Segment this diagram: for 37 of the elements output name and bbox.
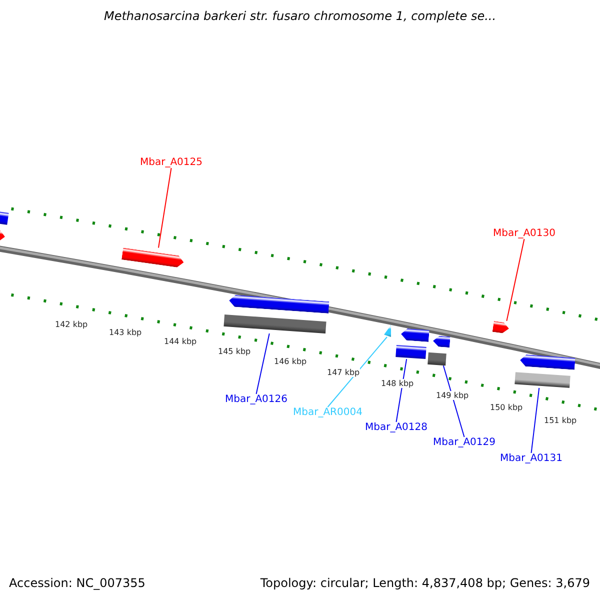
footer-text: Topology: circular; Length: 4,837,408 bp; Genes: 3,679 xyxy=(260,576,590,590)
cds-bar xyxy=(514,372,570,388)
gene-label: Mbar_A0126 xyxy=(225,394,288,405)
gene-label: Mbar_A0130 xyxy=(493,228,556,239)
title: Methanosarcina barkeri str. fusaro chromosome 1, complete se... xyxy=(102,9,498,23)
leader-line xyxy=(530,387,540,454)
scale-label: 146 kbp xyxy=(274,357,307,366)
leader-line xyxy=(396,358,408,422)
gene-label: Mbar_A0125 xyxy=(140,157,203,168)
scale-label: 150 kbp xyxy=(490,403,523,412)
scale-label: 142 kbp xyxy=(55,320,88,329)
gene-label: Mbar_A0129 xyxy=(433,437,496,448)
gene-label: Mbar_AR0004 xyxy=(293,407,362,418)
scale-label: 149 kbp xyxy=(436,391,469,400)
gene-label: Mbar_A0128 xyxy=(365,422,428,433)
leader-line xyxy=(158,168,172,248)
scale-label: 151 kbp xyxy=(544,416,577,425)
leader-line xyxy=(327,336,388,408)
gene-feature xyxy=(520,354,576,370)
cds-bar xyxy=(428,352,446,366)
gene-feature xyxy=(228,294,330,314)
gene-label: Mbar_A0131 xyxy=(500,453,563,464)
gene-feature xyxy=(432,335,450,348)
scale-label: 148 kbp xyxy=(381,379,414,388)
leader-line xyxy=(506,238,525,322)
gene-feature xyxy=(396,344,426,360)
gene-feature xyxy=(400,328,430,342)
gene-feature xyxy=(492,320,510,334)
scale-label: 143 kbp xyxy=(109,328,142,337)
leader-line xyxy=(442,365,465,438)
gene-feature xyxy=(384,325,391,337)
scale-label: 147 kbp xyxy=(327,368,360,377)
cds-bar xyxy=(224,314,326,334)
scale-label: 144 kbp xyxy=(164,337,197,346)
scale-label: 145 kbp xyxy=(218,347,251,356)
footer-text: Accession: NC_007355 xyxy=(9,576,146,590)
leader-line xyxy=(256,333,270,394)
